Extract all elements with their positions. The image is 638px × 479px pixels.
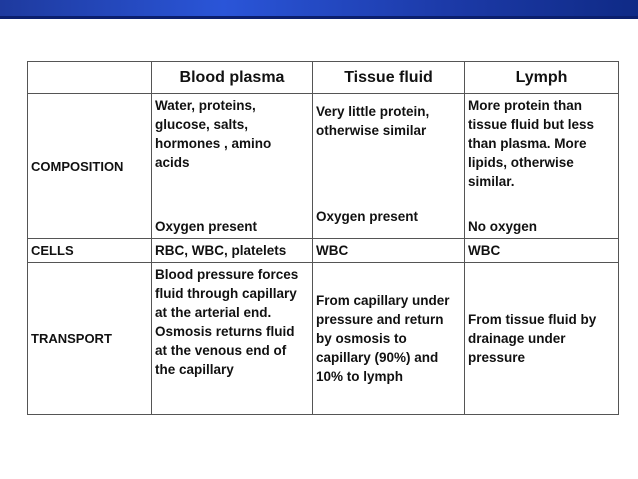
header-tissue-fluid: Tissue fluid (312, 61, 465, 94)
cell-transport-plasma: Blood pressure forces fluid through capi… (151, 262, 313, 415)
cell-cells-plasma: RBC, WBC, platelets (151, 238, 313, 263)
slide-top-bar (0, 0, 638, 19)
comparison-table: Blood plasma Tissue fluid Lymph COMPOSIT… (27, 61, 619, 415)
row-label-transport: TRANSPORT (27, 262, 152, 415)
composition-lymph-main: More protein than tissue fluid but less … (468, 98, 595, 189)
cell-cells-tissue: WBC (312, 238, 465, 263)
row-label-composition: COMPOSITION (27, 93, 152, 239)
header-blank-cell (27, 61, 152, 94)
table-row-cells: CELLS RBC, WBC, platelets WBC WBC (27, 238, 619, 263)
composition-tissue-main: Very little protein, otherwise similar (316, 104, 430, 138)
cell-composition-lymph: More protein than tissue fluid but less … (464, 93, 619, 239)
cell-composition-plasma: Water, proteins, glucose, salts, hormone… (151, 93, 313, 239)
table-row-transport: TRANSPORT Blood pressure forces fluid th… (27, 262, 619, 415)
header-blood-plasma: Blood plasma (151, 61, 313, 94)
table-header-row: Blood plasma Tissue fluid Lymph (27, 61, 619, 94)
row-label-cells: CELLS (27, 238, 152, 263)
composition-lymph-oxygen: No oxygen (468, 219, 538, 234)
cell-cells-lymph: WBC (464, 238, 619, 263)
table-row-composition: COMPOSITION Water, proteins, glucose, sa… (27, 93, 619, 239)
composition-plasma-main: Water, proteins, glucose, salts, hormone… (155, 98, 272, 170)
composition-tissue-oxygen: Oxygen present (316, 209, 419, 224)
cell-composition-tissue: Very little protein, otherwise similar O… (312, 93, 465, 239)
composition-plasma-oxygen: Oxygen present (155, 219, 258, 234)
cell-transport-lymph: From tissue fluid by drainage under pres… (464, 262, 619, 415)
header-lymph: Lymph (464, 61, 619, 94)
cell-transport-tissue: From capillary under pressure and return… (312, 262, 465, 415)
